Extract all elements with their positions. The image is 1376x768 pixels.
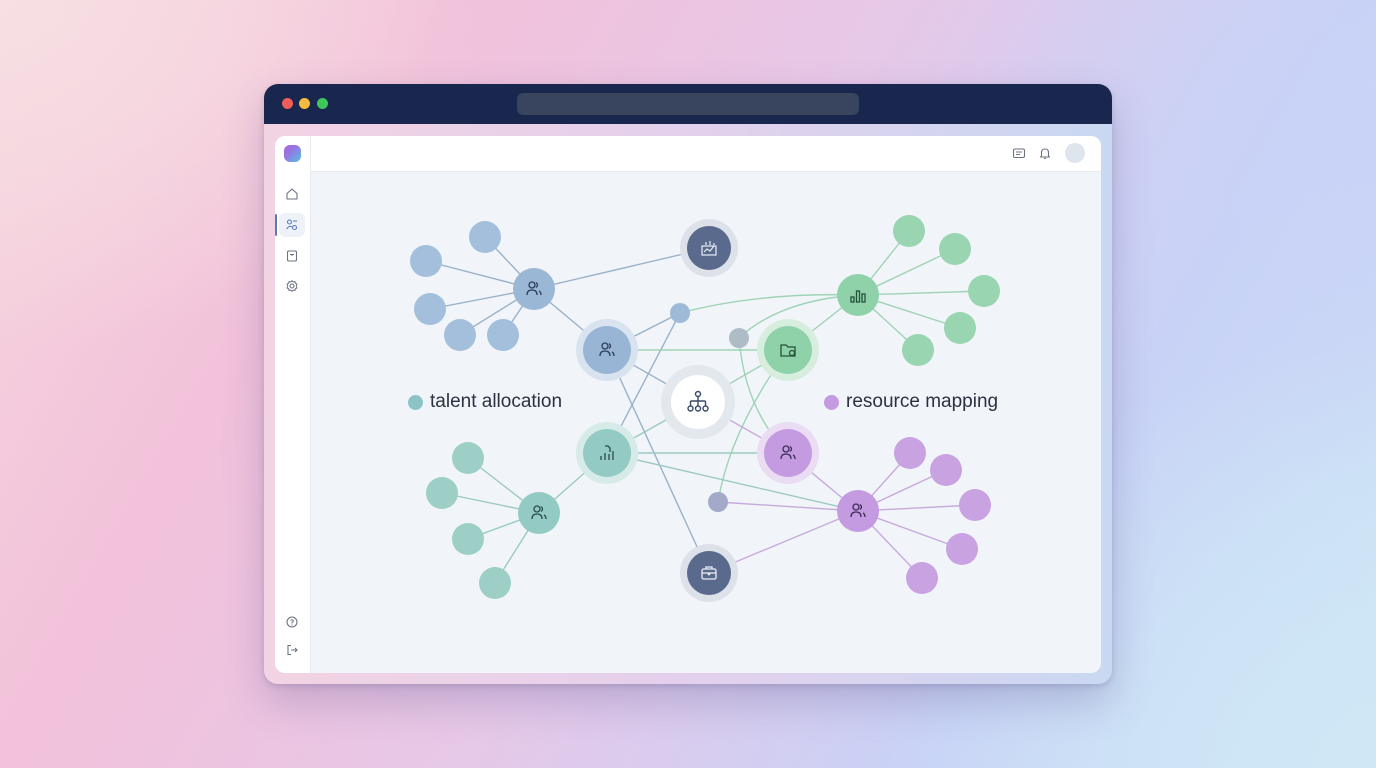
- connector-node-gray[interactable]: [729, 328, 749, 348]
- legend-resource-mapping: resource mapping: [824, 391, 998, 413]
- network-graph: [410, 215, 1000, 602]
- app-container: talent allocation resource mapping: [275, 136, 1101, 673]
- org-hub-node[interactable]: [661, 365, 735, 439]
- people-icon: [526, 281, 542, 296]
- sidebar-item-people[interactable]: [275, 213, 305, 237]
- maximize-window-button[interactable]: [317, 98, 328, 109]
- teal-leaf-nodes: [426, 442, 511, 599]
- bar-chart-icon: [850, 290, 866, 303]
- legend-swatch-teal: [408, 394, 423, 410]
- org-chart-icon: [687, 390, 709, 412]
- sidebar-item-calendar[interactable]: [279, 244, 305, 268]
- help-circle-icon: [286, 616, 298, 628]
- avatar[interactable]: [1065, 143, 1085, 163]
- sidebar-item-logout[interactable]: [279, 638, 305, 662]
- folder-user-icon: [780, 344, 796, 357]
- sidebar-item-home[interactable]: [279, 182, 305, 206]
- teal-report-node[interactable]: [576, 422, 638, 484]
- logout-icon: [287, 644, 298, 656]
- sidebar: [275, 136, 311, 673]
- close-window-button[interactable]: [282, 98, 293, 109]
- gear-icon: [286, 280, 298, 292]
- purple-cluster-hub[interactable]: [837, 490, 879, 532]
- people-icon: [780, 445, 796, 460]
- bell-icon: [1039, 148, 1051, 159]
- teal-cluster-hub[interactable]: [518, 492, 560, 534]
- message-card-icon: [1012, 148, 1026, 159]
- purple-leaf-nodes: [894, 437, 991, 594]
- green-cluster-hub[interactable]: [837, 274, 879, 316]
- connector-node-blue[interactable]: [670, 303, 690, 323]
- people-icon: [850, 503, 866, 518]
- blue-team-node[interactable]: [576, 319, 638, 381]
- sidebar-item-settings[interactable]: [279, 274, 305, 298]
- green-leaf-nodes: [893, 215, 1000, 366]
- legend-talent-allocation: talent allocation: [408, 391, 562, 413]
- sidebar-item-help[interactable]: [279, 610, 305, 634]
- messages-button[interactable]: [1011, 145, 1027, 161]
- briefcase-icon: [701, 566, 717, 580]
- graph-canvas: talent allocation resource mapping: [311, 172, 1101, 673]
- legend-swatch-purple: [824, 394, 839, 410]
- blue-leaf-nodes: [410, 221, 519, 351]
- calendar-box-icon: [286, 250, 298, 262]
- top-bar: [311, 136, 1101, 172]
- people-network-icon: [286, 219, 298, 231]
- home-icon: [286, 188, 298, 200]
- notifications-button[interactable]: [1037, 145, 1053, 161]
- app-logo[interactable]: [284, 145, 301, 162]
- people-icon: [531, 505, 547, 520]
- purple-team-node[interactable]: [757, 422, 819, 484]
- browser-window: talent allocation resource mapping: [264, 84, 1112, 684]
- address-bar[interactable]: [517, 93, 859, 115]
- connector-node-slate[interactable]: [708, 492, 728, 512]
- legend-label: talent allocation: [430, 391, 563, 412]
- analytics-board-node[interactable]: [680, 219, 738, 277]
- people-icon: [599, 342, 615, 357]
- title-bar: [264, 84, 1112, 124]
- blue-cluster-hub[interactable]: [513, 268, 555, 310]
- legend-label: resource mapping: [846, 391, 999, 412]
- minimize-window-button[interactable]: [299, 98, 310, 109]
- analytics-board-icon: [701, 241, 717, 256]
- green-folder-node[interactable]: [757, 319, 819, 381]
- file-chart-icon: [600, 445, 614, 460]
- briefcase-node[interactable]: [680, 544, 738, 602]
